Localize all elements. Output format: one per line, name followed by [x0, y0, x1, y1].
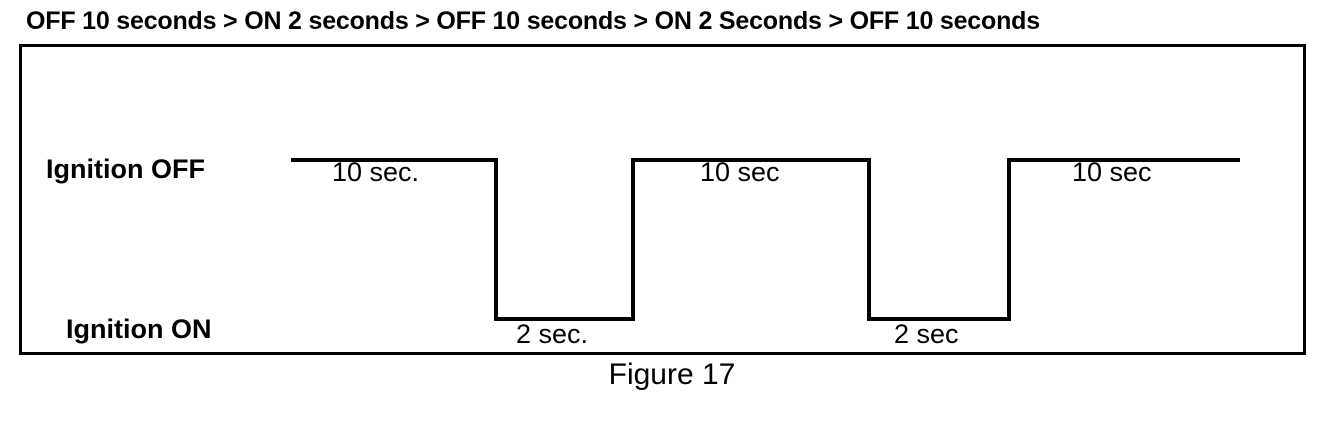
duration-label-on-2: 2 sec	[894, 319, 959, 349]
ignition-timing-waveform	[22, 47, 1309, 358]
row-label-ignition-on: Ignition ON	[66, 314, 212, 344]
waveform-svg	[291, 158, 1240, 321]
duration-label-off-3: 10 sec	[1072, 157, 1152, 187]
duration-label-on-1: 2 sec.	[516, 319, 589, 349]
row-label-ignition-off: Ignition OFF	[46, 154, 205, 184]
figure-title: OFF 10 seconds > ON 2 seconds > OFF 10 s…	[26, 7, 1040, 35]
duration-label-off-1: 10 sec.	[332, 157, 420, 187]
duration-label-off-2: 10 sec	[700, 157, 780, 187]
figure-frame: Ignition OFF Ignition ON 10 sec. 10 sec …	[19, 44, 1306, 355]
figure-caption: Figure 17	[608, 358, 736, 391]
